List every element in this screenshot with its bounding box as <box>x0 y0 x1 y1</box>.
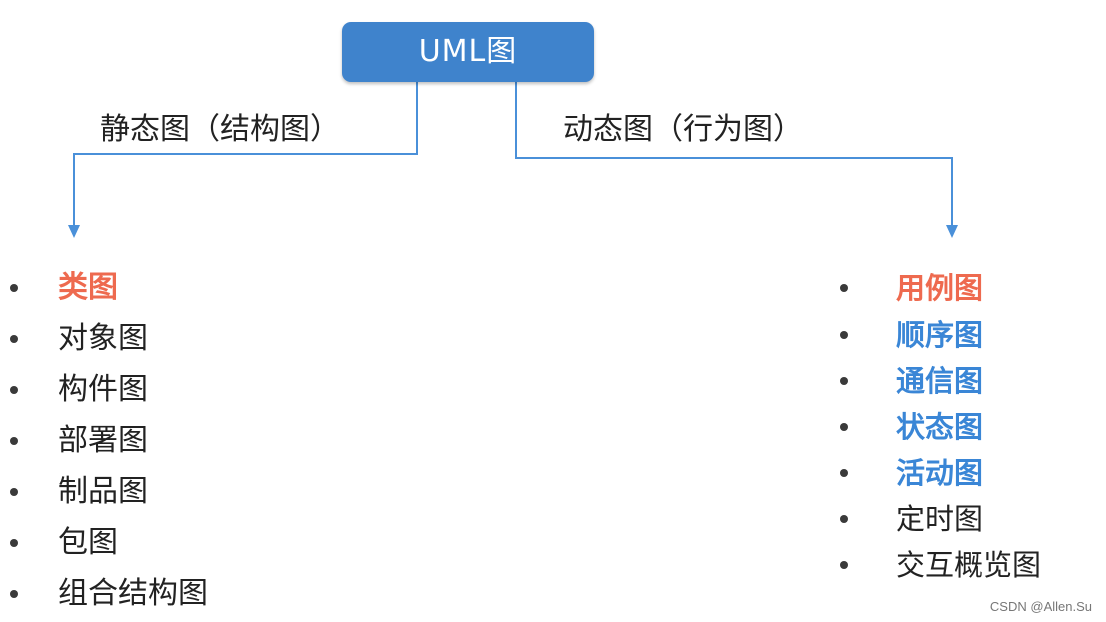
list-item: 活动图 <box>840 450 1041 496</box>
bullet-icon <box>10 487 18 496</box>
diagram-name: 顺序图 <box>896 318 984 352</box>
dynamic-branch-label: 动态图（行为图） <box>563 112 803 147</box>
list-item: 通信图 <box>840 358 1041 404</box>
arrowhead-dynamic-icon <box>946 225 958 238</box>
list-item: 部署图 <box>10 415 208 466</box>
list-item: 交互概览图 <box>840 542 1041 588</box>
bullet-icon <box>840 423 848 431</box>
bullet-icon <box>840 561 848 569</box>
list-item: 对象图 <box>10 313 208 364</box>
list-item: 用例图 <box>840 264 1041 312</box>
diagram-name: 组合结构图 <box>58 576 208 611</box>
watermark: CSDN @Allen.Su <box>989 599 1092 614</box>
diagram-name: 类图 <box>58 270 118 305</box>
diagram-name: 活动图 <box>896 456 984 490</box>
list-item: 定时图 <box>840 496 1041 542</box>
diagram-name: 制品图 <box>58 474 148 509</box>
static-branch-label: 静态图（结构图） <box>100 112 340 147</box>
bullet-icon <box>10 283 18 292</box>
diagram-name: 包图 <box>58 525 118 560</box>
root-node: UML图 <box>342 22 594 82</box>
bullet-icon <box>840 515 848 523</box>
static-diagram-list: 类图 对象图 构件图 部署图 制品图 包图 组合结构图 <box>10 262 208 619</box>
diagram-name: 状态图 <box>896 410 984 444</box>
diagram-name: 部署图 <box>58 423 148 458</box>
list-item: 类图 <box>10 262 208 313</box>
dynamic-diagram-list: 用例图 顺序图 通信图 状态图 活动图 定时图 交互概览图 <box>840 264 1041 588</box>
diagram-name: 交互概览图 <box>896 548 1042 582</box>
list-item: 状态图 <box>840 404 1041 450</box>
bullet-icon <box>840 377 848 385</box>
list-item: 构件图 <box>10 364 208 415</box>
list-item: 顺序图 <box>840 312 1041 358</box>
bullet-icon <box>10 589 18 598</box>
diagram-name: 对象图 <box>58 321 148 356</box>
bullet-icon <box>840 331 848 339</box>
diagram-name: 用例图 <box>896 271 984 305</box>
connector-dynamic <box>515 82 953 226</box>
arrowhead-static-icon <box>68 225 80 238</box>
bullet-icon <box>840 284 848 292</box>
bullet-icon <box>10 334 18 343</box>
list-item: 制品图 <box>10 466 208 517</box>
connector-static <box>73 82 418 226</box>
list-item: 包图 <box>10 517 208 568</box>
bullet-icon <box>10 385 18 394</box>
diagram-name: 定时图 <box>896 502 984 536</box>
diagram-name: 通信图 <box>896 364 984 398</box>
bullet-icon <box>840 469 848 477</box>
bullet-icon <box>10 436 18 445</box>
diagram-name: 构件图 <box>58 372 148 407</box>
bullet-icon <box>10 538 18 547</box>
list-item: 组合结构图 <box>10 568 208 619</box>
